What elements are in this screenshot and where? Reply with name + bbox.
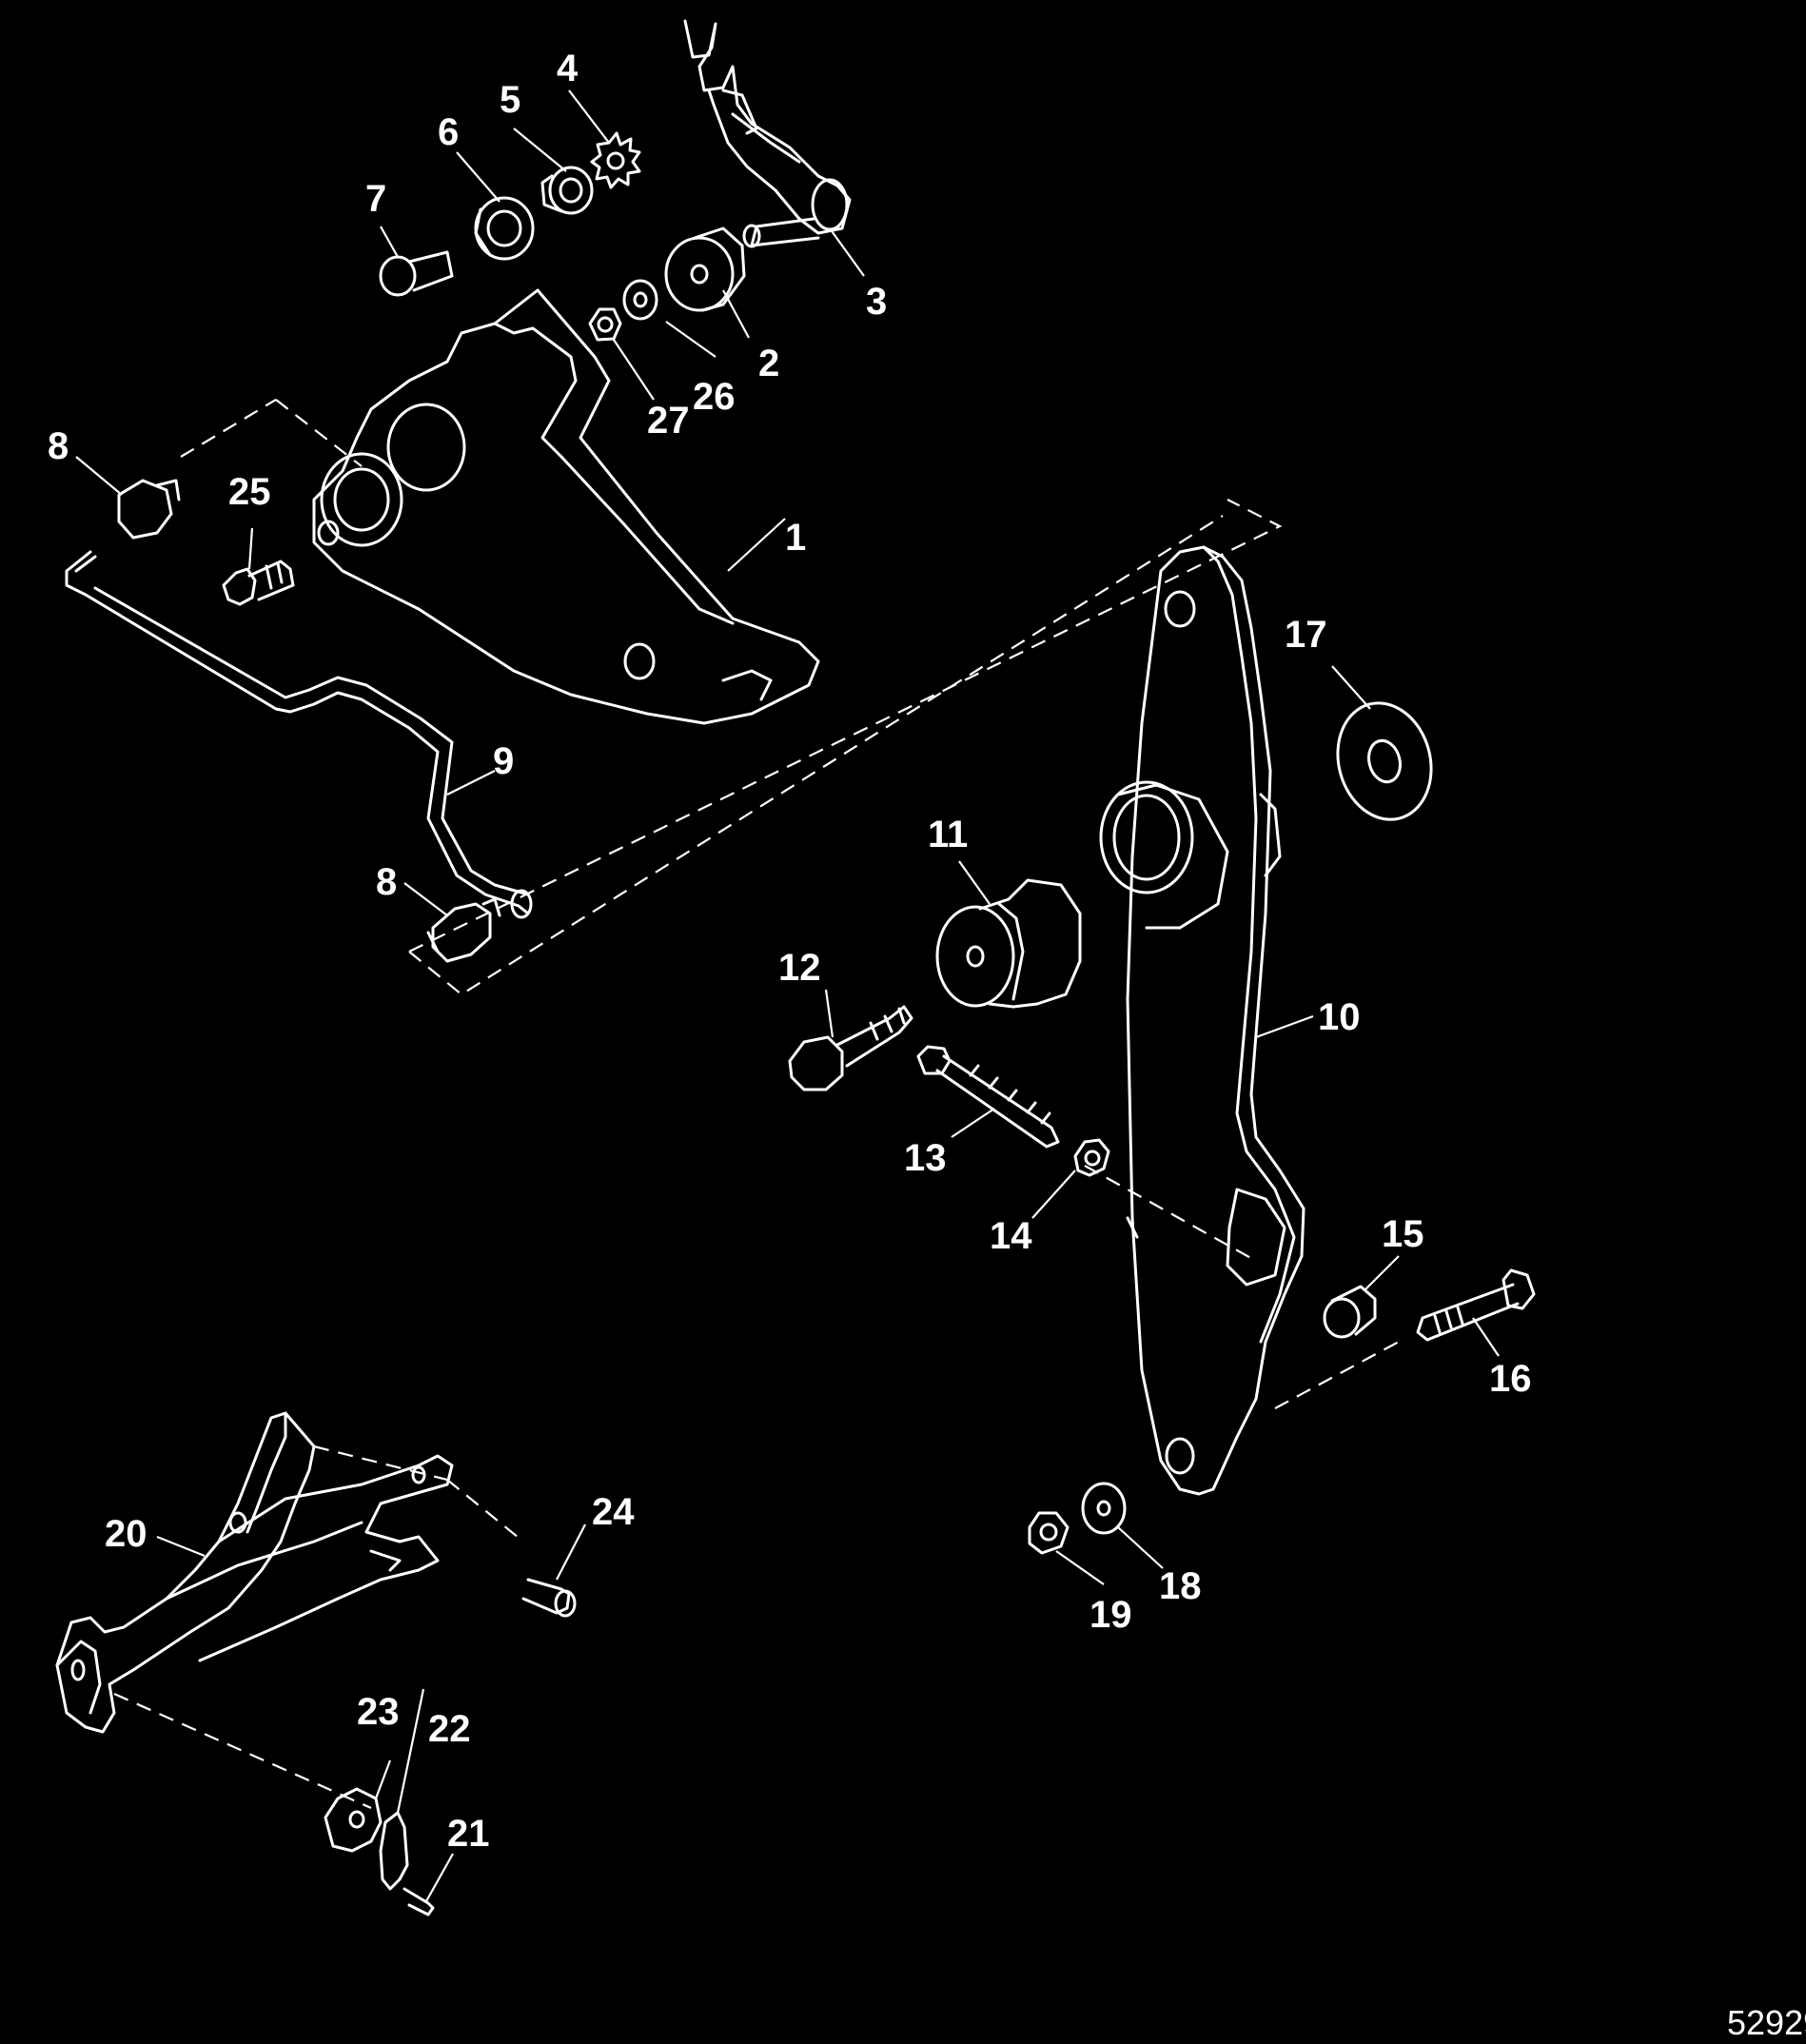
bolt-part-12	[788, 1005, 913, 1091]
callout-11: 11	[928, 814, 968, 855]
callout-10: 10	[1318, 996, 1361, 1038]
bracket-part-20	[55, 1411, 454, 1734]
bracket-part-1	[312, 288, 820, 725]
callout-14: 14	[990, 1215, 1032, 1257]
assembly-dashed-lines	[113, 399, 1400, 1810]
callout-2: 2	[758, 343, 779, 384]
callout-8-lower: 8	[376, 861, 397, 903]
bolt-part-16	[1416, 1268, 1536, 1342]
reference-number: 52929	[1727, 2003, 1806, 2042]
bushing-part-11	[935, 878, 1082, 1009]
washer-part-17	[1336, 701, 1433, 821]
callout-18: 18	[1159, 1565, 1202, 1607]
callout-9: 9	[493, 740, 514, 782]
hose-fitting-part-25	[222, 560, 295, 606]
tube-part-9	[65, 550, 533, 919]
callout-23: 23	[357, 1691, 400, 1733]
screw-part-21	[402, 1887, 435, 1916]
callout-19: 19	[1089, 1594, 1132, 1636]
callout-labels: 1 2 3 4 5 6 7 8 8 9 10 11 12 13 14 15 16…	[48, 48, 1532, 1855]
sleeve-part-15	[1323, 1285, 1377, 1339]
screw-part-24	[521, 1578, 577, 1618]
callout-5: 5	[500, 79, 520, 121]
callout-24: 24	[592, 1491, 635, 1533]
callout-25: 25	[228, 471, 271, 513]
callout-15: 15	[1382, 1213, 1424, 1255]
callout-20: 20	[105, 1513, 147, 1555]
callout-22: 22	[428, 1708, 471, 1750]
callout-8-upper: 8	[48, 425, 69, 467]
fitting-part-8-upper	[117, 479, 181, 540]
star-washer-part-4	[590, 131, 641, 189]
long-bolt-part-13	[916, 1045, 1060, 1149]
nut-part-19	[1028, 1511, 1070, 1555]
washer-part-26	[622, 279, 658, 321]
callout-26: 26	[693, 376, 736, 418]
bearing-part-6	[474, 196, 535, 261]
callout-13: 13	[904, 1137, 947, 1179]
callout-3: 3	[866, 281, 887, 323]
grommet-part-23	[324, 1787, 383, 1853]
callout-6: 6	[438, 111, 459, 153]
callout-1: 1	[785, 517, 806, 559]
callout-4: 4	[557, 48, 579, 89]
leader-lines	[75, 89, 1500, 1902]
shift-lever-part-3	[683, 19, 852, 248]
callout-21: 21	[447, 1813, 490, 1855]
arm-part-10	[1099, 545, 1305, 1496]
callout-16: 16	[1489, 1358, 1532, 1400]
callout-27: 27	[647, 400, 690, 442]
callout-17: 17	[1285, 614, 1327, 656]
plate-part-22	[379, 1811, 409, 1891]
spacer-part-2	[664, 226, 746, 312]
callout-12: 12	[778, 947, 821, 989]
nut-part-14	[1073, 1138, 1110, 1177]
fitting-part-8-lower	[426, 897, 501, 963]
screw-part-7	[379, 250, 454, 297]
bushing-part-5	[540, 166, 594, 215]
callout-7: 7	[365, 178, 386, 220]
washer-part-18	[1081, 1482, 1127, 1535]
nut-part-27	[588, 307, 622, 342]
